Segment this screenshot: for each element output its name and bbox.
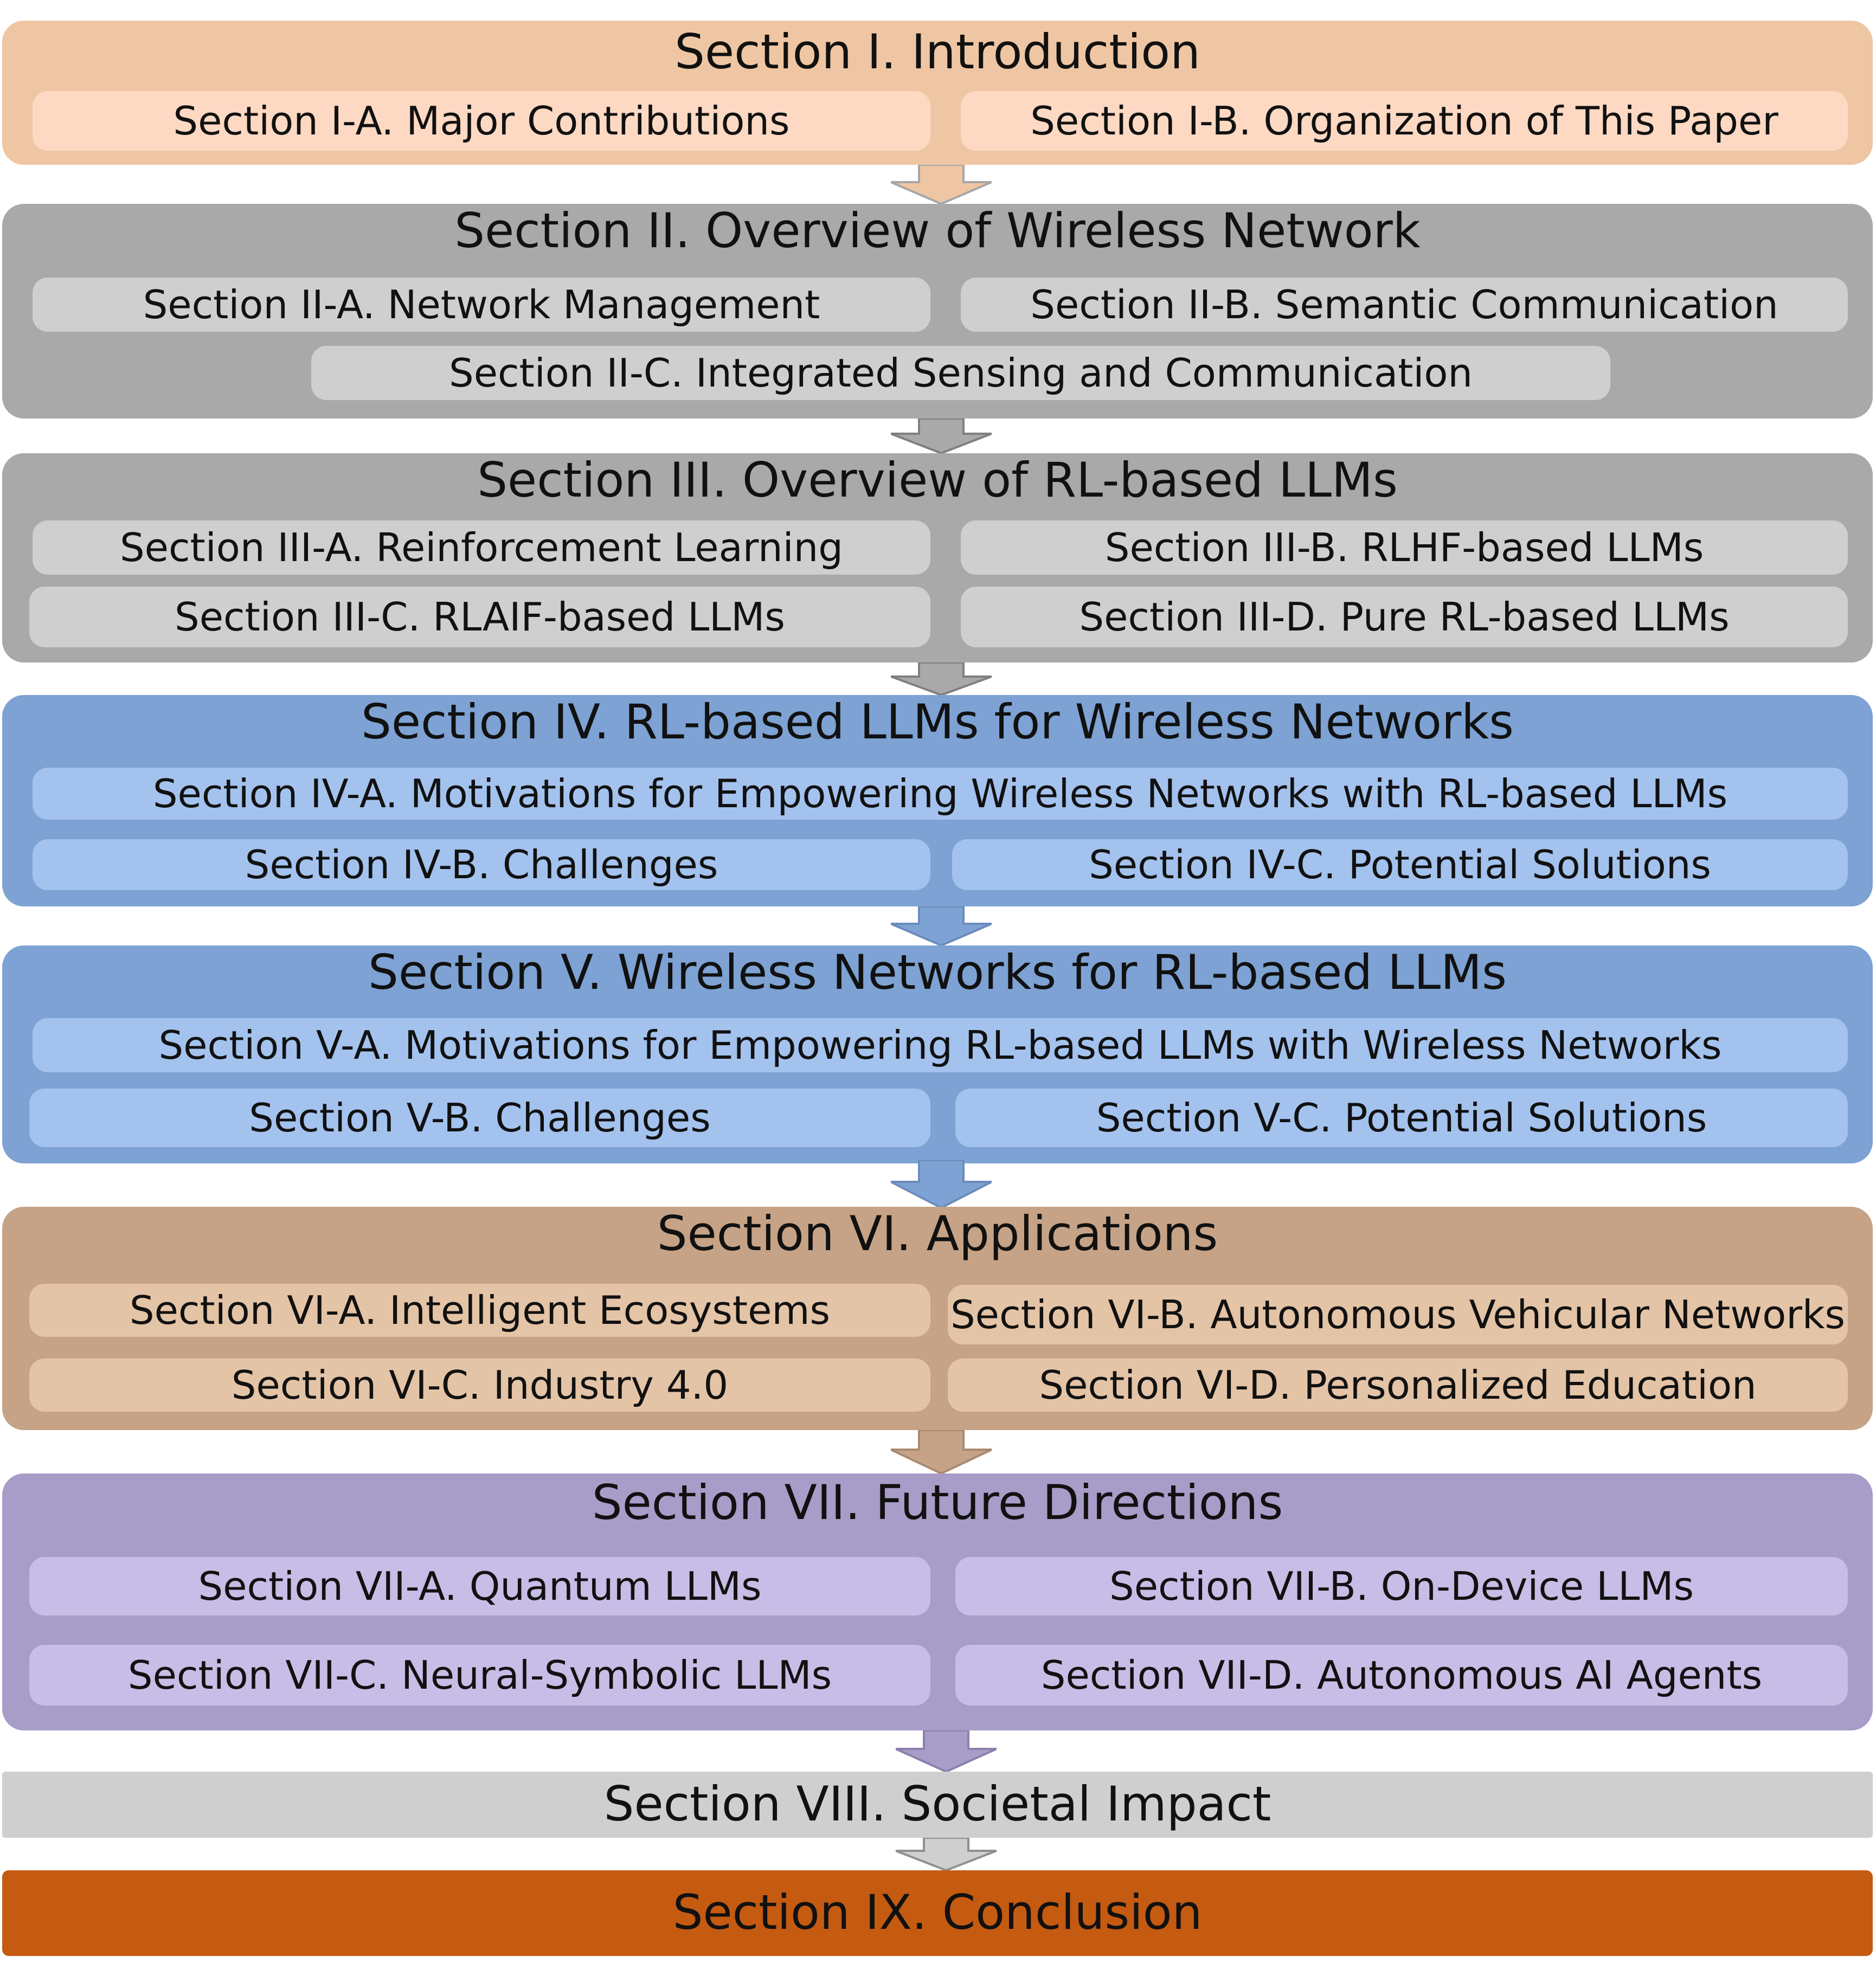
section-overview-rl-llms: Section III. Overview of RL-based LLMs S… xyxy=(2,453,1873,662)
arrow-down-icon xyxy=(891,906,992,945)
section-title: Section V. Wireless Networks for RL-base… xyxy=(368,944,1507,1000)
arrow-down-icon xyxy=(891,662,992,695)
subsection-challenges: Section IV-B. Challenges xyxy=(33,839,930,890)
subsection-personalized-education: Section VI-D. Personalized Education xyxy=(948,1359,1848,1412)
subsection-challenges: Section V-B. Challenges xyxy=(29,1089,930,1147)
subsection-major-contributions: Section I-A. Major Contributions xyxy=(33,91,930,151)
section-title: Section IX. Conclusion xyxy=(672,1884,1203,1940)
section-title: Section II. Overview of Wireless Network xyxy=(454,203,1421,259)
subsection-rlaif-llms: Section III-C. RLAIF-based LLMs xyxy=(29,587,930,647)
subsection-motivations: Section V-A. Motivations for Empowering … xyxy=(33,1018,1848,1072)
arrow-down-icon xyxy=(891,419,992,453)
subsection-autonomous-ai-agents: Section VII-D. Autonomous AI Agents xyxy=(955,1645,1848,1706)
arrow-down-icon xyxy=(891,1430,992,1473)
subsection-reinforcement-learning: Section III-A. Reinforcement Learning xyxy=(33,520,930,575)
section-title: Section III. Overview of RL-based LLMs xyxy=(477,452,1398,508)
section-overview-wireless: Section II. Overview of Wireless Network… xyxy=(2,204,1873,419)
arrow-down-icon xyxy=(891,165,992,204)
section-title: Section VII. Future Directions xyxy=(592,1475,1283,1530)
section-conclusion: Section IX. Conclusion xyxy=(2,1870,1873,1956)
subsection-industry-4: Section VI-C. Industry 4.0 xyxy=(29,1359,930,1412)
section-title: Section VI. Applications xyxy=(657,1206,1218,1262)
subsection-pure-rl-llms: Section III-D. Pure RL-based LLMs xyxy=(961,587,1848,647)
section-title: Section VIII. Societal Impact xyxy=(603,1776,1271,1832)
section-wireless-for-rl-llms: Section V. Wireless Networks for RL-base… xyxy=(2,945,1873,1163)
subsection-potential-solutions: Section IV-C. Potential Solutions xyxy=(952,839,1848,890)
subsection-on-device-llms: Section VII-B. On-Device LLMs xyxy=(955,1557,1848,1616)
arrow-down-icon xyxy=(891,1160,992,1208)
subsection-network-management: Section II-A. Network Management xyxy=(33,278,930,332)
subsection-motivations: Section IV-A. Motivations for Empowering… xyxy=(33,768,1848,820)
section-future-directions: Section VII. Future Directions Section V… xyxy=(2,1473,1873,1730)
subsection-isac: Section II-C. Integrated Sensing and Com… xyxy=(311,346,1610,400)
subsection-autonomous-vehicular: Section VI-B. Autonomous Vehicular Netwo… xyxy=(948,1285,1848,1344)
subsection-quantum-llms: Section VII-A. Quantum LLMs xyxy=(29,1557,930,1616)
subsection-intelligent-ecosystems: Section VI-A. Intelligent Ecosystems xyxy=(29,1284,930,1337)
subsection-neural-symbolic-llms: Section VII-C. Neural-Symbolic LLMs xyxy=(29,1645,930,1706)
subsection-rlhf-llms: Section III-B. RLHF-based LLMs xyxy=(961,520,1848,575)
arrow-down-icon xyxy=(896,1730,997,1772)
subsection-semantic-communication: Section II-B. Semantic Communication xyxy=(961,278,1848,332)
subsection-organization: Section I-B. Organization of This Paper xyxy=(961,91,1848,151)
arrow-down-icon xyxy=(896,1838,997,1870)
section-applications: Section VI. Applications Section VI-A. I… xyxy=(2,1207,1873,1430)
section-societal-impact: Section VIII. Societal Impact xyxy=(2,1772,1873,1838)
section-rl-llms-for-wireless: Section IV. RL-based LLMs for Wireless N… xyxy=(2,695,1873,906)
subsection-potential-solutions: Section V-C. Potential Solutions xyxy=(955,1089,1848,1147)
section-introduction: Section I. Introduction Section I-A. Maj… xyxy=(2,21,1873,165)
section-title: Section I. Introduction xyxy=(674,24,1200,80)
section-title: Section IV. RL-based LLMs for Wireless N… xyxy=(361,694,1514,750)
